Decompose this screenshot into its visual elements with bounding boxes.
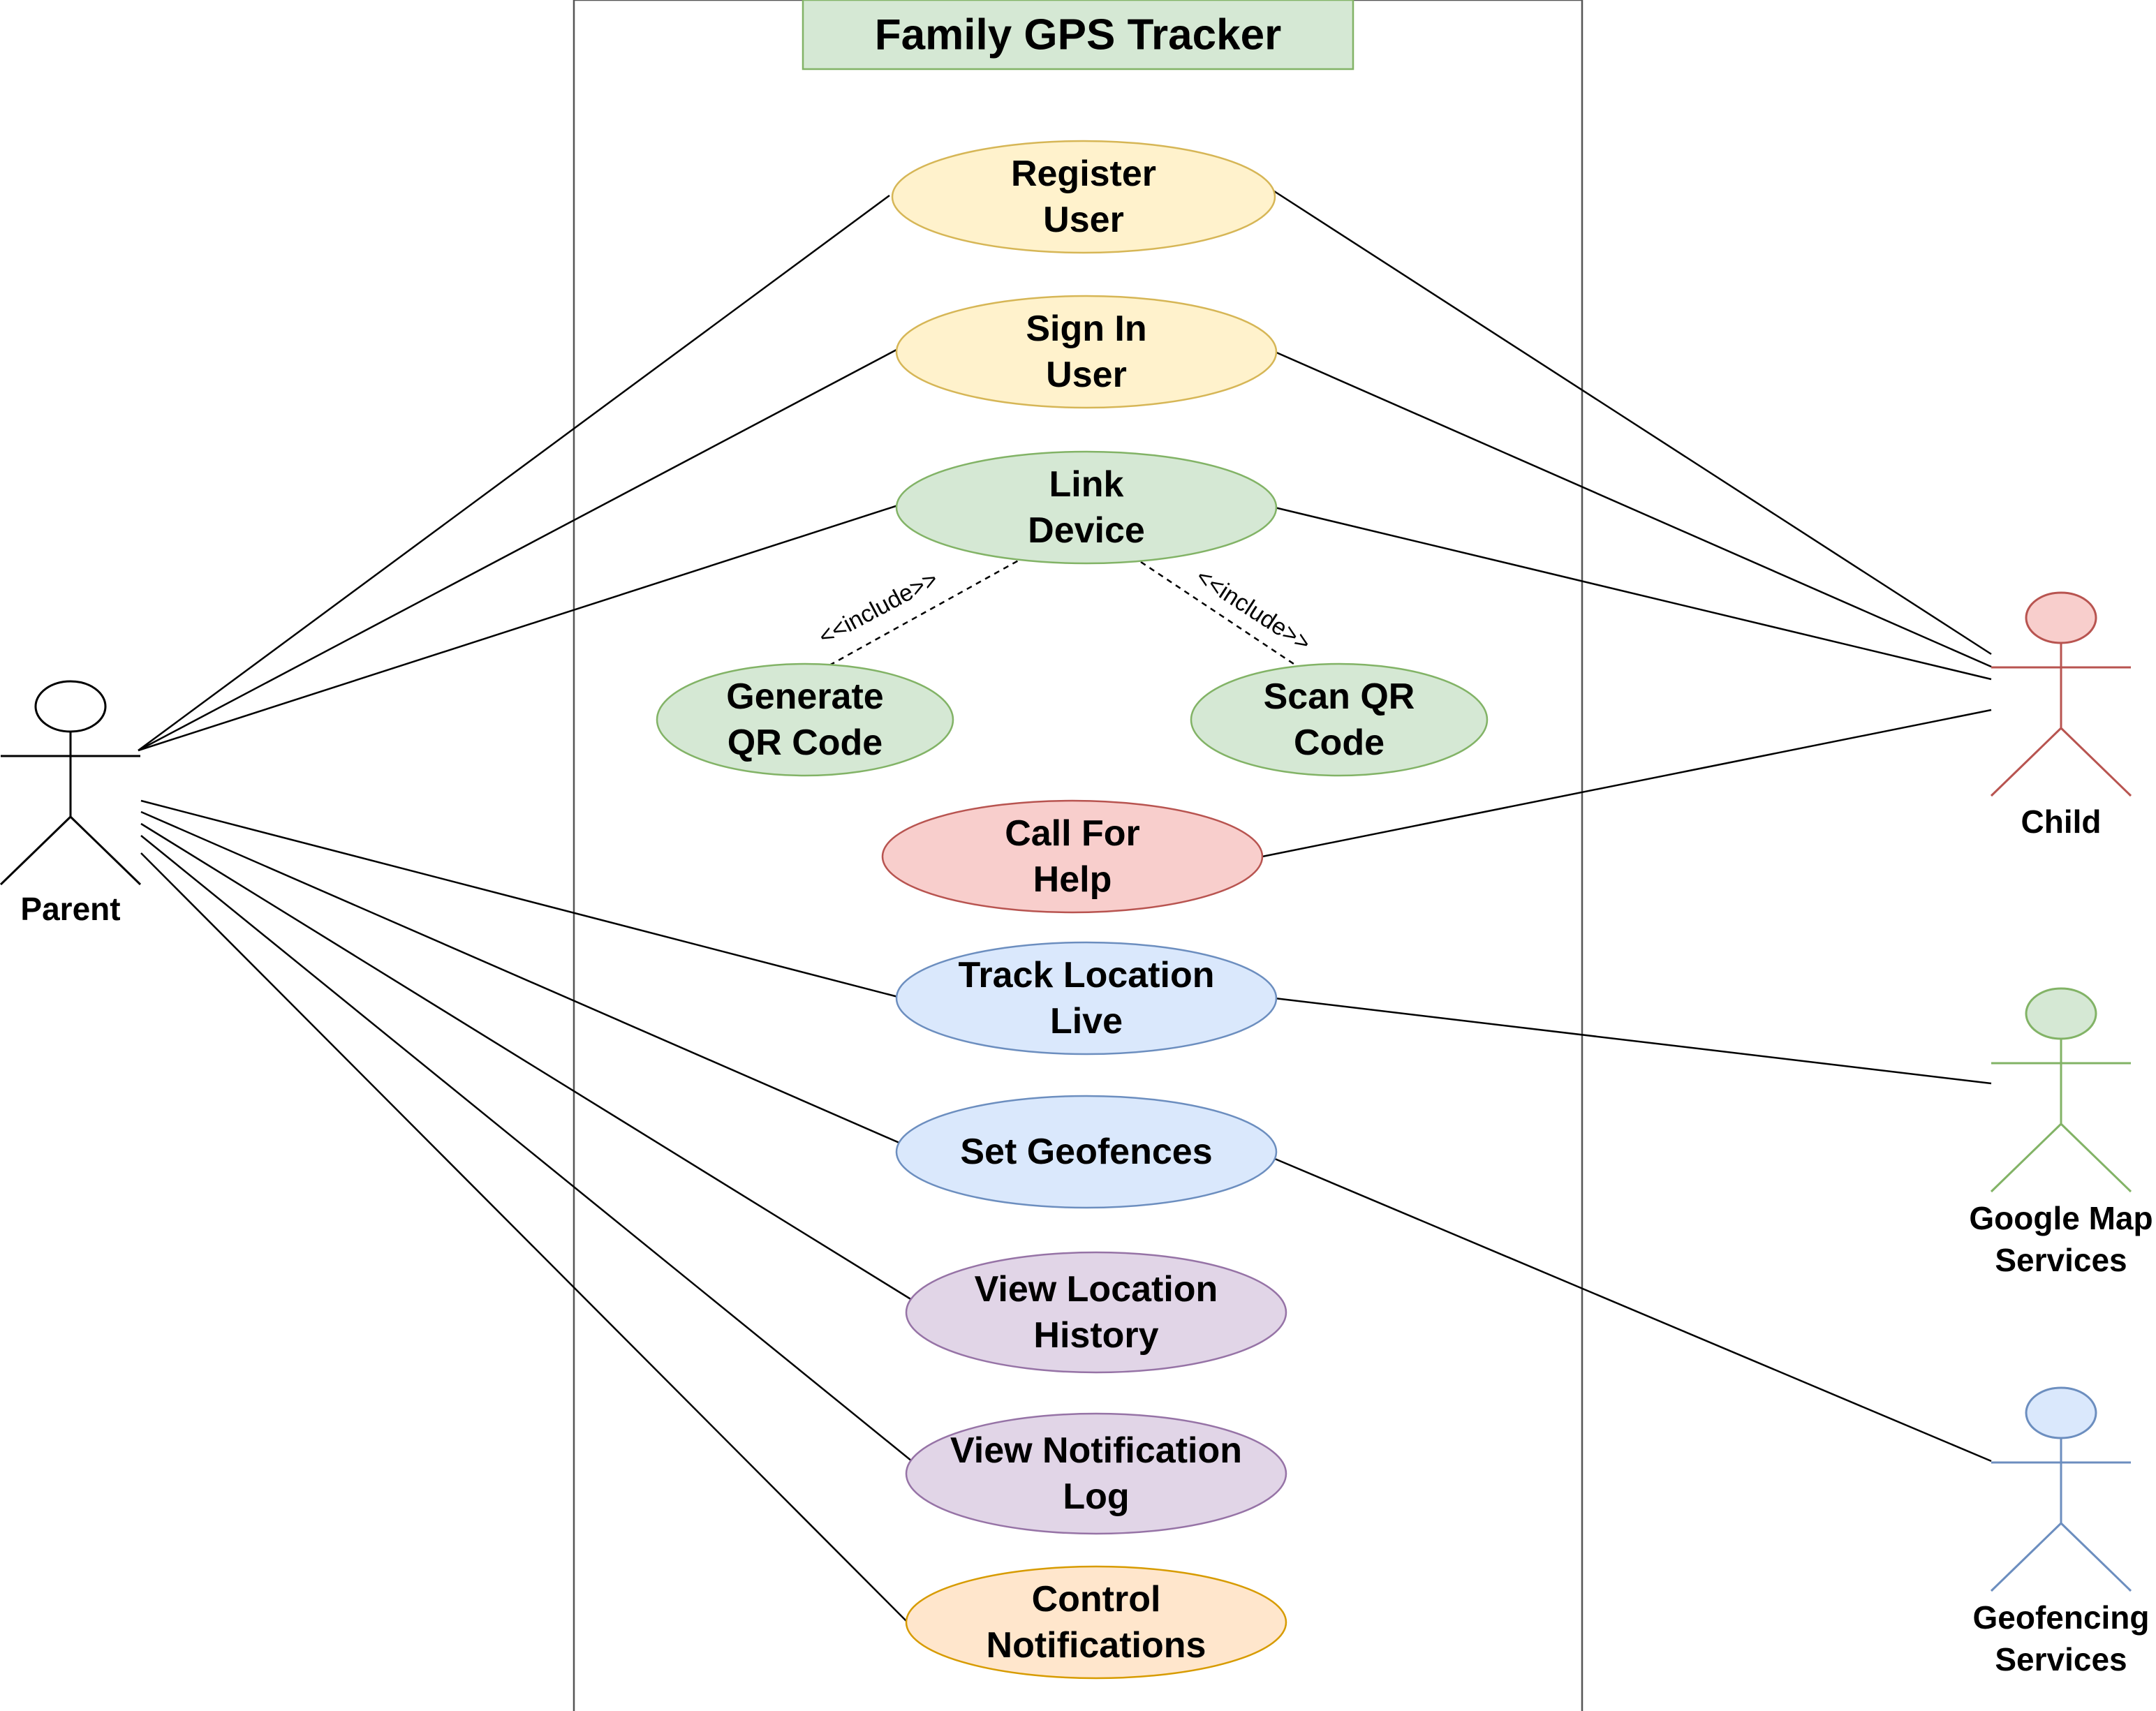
actor-google-map-label: Google Map bbox=[1969, 1200, 2153, 1236]
association-googlemap-track bbox=[1274, 997, 1992, 1085]
system-title-box: Family GPS Tracker bbox=[802, 0, 1354, 71]
association-parent-notiflog bbox=[140, 835, 913, 1462]
association-parent-geofences bbox=[140, 810, 900, 1144]
parent-associations bbox=[138, 194, 913, 1623]
association-parent-history bbox=[140, 822, 913, 1301]
use-case-generate-qr-shape bbox=[656, 662, 954, 777]
use-case-control-notifications-label: Notifications bbox=[987, 1625, 1206, 1666]
actor-parent-left-leg bbox=[0, 815, 72, 886]
use-case-call-for-help-label: Call For bbox=[1005, 813, 1140, 854]
use-case-scan-qr: Scan QR Code bbox=[1190, 662, 1489, 777]
use-case-generate-qr-label: Generate bbox=[726, 676, 883, 717]
actor-google-map-head bbox=[2025, 987, 2097, 1040]
association-child-link bbox=[1274, 506, 1992, 681]
use-case-view-notification-log-label: Log bbox=[1063, 1476, 1129, 1517]
include-line-generate-qr bbox=[829, 557, 1023, 667]
use-case-scan-qr-label: Code bbox=[1294, 723, 1385, 763]
use-case-register-user-shape bbox=[891, 140, 1276, 254]
use-case-control-notifications-label: Control bbox=[1032, 1579, 1161, 1620]
use-case-sign-in-user: Sign In User bbox=[895, 295, 1278, 409]
actor-parent-right-leg bbox=[69, 815, 142, 886]
association-child-register bbox=[1271, 188, 1992, 655]
association-parent-register bbox=[138, 194, 890, 752]
use-case-scan-qr-shape bbox=[1190, 662, 1489, 777]
actor-child-right-leg bbox=[2060, 727, 2132, 797]
actor-geofencing-label: Services bbox=[1995, 1641, 2127, 1677]
association-parent-signin bbox=[138, 348, 899, 752]
actor-child-label: Child bbox=[2021, 803, 2102, 840]
use-case-register-user-label: Register bbox=[1011, 154, 1156, 194]
use-case-view-notification-log-label: View Notification bbox=[950, 1430, 1242, 1471]
use-case-view-history-label: View Location bbox=[975, 1269, 1218, 1310]
system-title: Family GPS Tracker bbox=[875, 11, 1281, 59]
use-case-sign-in-user-shape bbox=[895, 295, 1278, 409]
association-child-signin bbox=[1274, 350, 1992, 668]
use-case-set-geofences: Set Geofences bbox=[895, 1095, 1278, 1209]
use-case-track-location-label: Track Location bbox=[959, 955, 1215, 995]
actor-parent: Parent bbox=[0, 680, 142, 927]
use-case-track-location-shape bbox=[895, 941, 1278, 1056]
actor-geofencing-left-leg bbox=[1990, 1522, 2062, 1592]
actor-parent-label: Parent bbox=[20, 891, 120, 927]
use-case-control-notifications-shape bbox=[905, 1565, 1287, 1680]
actor-child-left-leg bbox=[1990, 727, 2062, 797]
other-associations bbox=[1262, 188, 1992, 1462]
use-case-register-user-label: User bbox=[1043, 200, 1124, 240]
actor-google-map-left-leg bbox=[1990, 1123, 2062, 1193]
actor-parent-head bbox=[34, 680, 107, 733]
actor-google-map-right-leg bbox=[2060, 1123, 2132, 1193]
use-case-view-history-shape bbox=[905, 1251, 1287, 1374]
actor-geofencing-right-leg bbox=[2060, 1522, 2132, 1592]
use-case-link-device-label: Link bbox=[1049, 464, 1124, 505]
association-parent-link bbox=[138, 504, 899, 752]
actor-geofencing-head bbox=[2025, 1386, 2097, 1439]
actor-child-head bbox=[2025, 591, 2097, 644]
use-case-scan-qr-label: Scan QR bbox=[1264, 676, 1415, 717]
use-case-link-device-label: Device bbox=[1028, 510, 1145, 551]
use-case-set-geofences-shape bbox=[895, 1095, 1278, 1209]
use-case-sign-in-user-label: Sign In bbox=[1026, 309, 1146, 349]
use-case-link-device-shape bbox=[895, 450, 1278, 565]
use-case-generate-qr-label: QR Code bbox=[728, 723, 883, 763]
use-case-generate-qr: Generate QR Code bbox=[656, 662, 954, 777]
use-case-view-notification-log-shape bbox=[905, 1412, 1287, 1535]
use-case-call-for-help-shape bbox=[881, 799, 1264, 914]
use-case-set-geofences-label: Set Geofences bbox=[960, 1132, 1212, 1172]
use-case-sign-in-user-label: User bbox=[1046, 355, 1127, 395]
association-geofencing-geofences bbox=[1274, 1157, 1992, 1462]
association-parent-track bbox=[140, 799, 899, 998]
actor-geofencing-label: Geofencing bbox=[1972, 1599, 2149, 1636]
association-parent-control bbox=[140, 852, 908, 1623]
actor-child: Child bbox=[1990, 591, 2132, 840]
actor-google-map-label: Services bbox=[1995, 1242, 2127, 1278]
use-case-call-for-help-label: Help bbox=[1033, 859, 1112, 900]
association-child-callhelp bbox=[1262, 709, 1992, 858]
use-case-track-location-label: Live bbox=[1050, 1001, 1123, 1042]
use-case-view-history-label: History bbox=[1033, 1315, 1158, 1356]
